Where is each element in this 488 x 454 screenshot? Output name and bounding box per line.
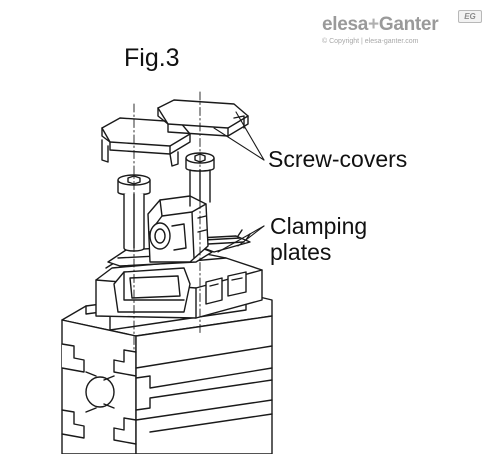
brand-name: elesa+Ganter — [322, 14, 439, 36]
clamping-plates-label-line2: plates — [270, 239, 332, 265]
brand-logo: elesa+Ganter EG © Copyright | elesa-gant… — [322, 10, 482, 50]
brand-plus: + — [368, 14, 379, 35]
figure-title: Fig.3 — [124, 44, 180, 72]
brand-copyright: © Copyright | elesa-ganter.com — [322, 38, 419, 45]
eg-badge-icon: EG — [458, 10, 482, 23]
center-axes — [133, 91, 201, 353]
aluminium-profile — [61, 287, 273, 454]
connector-housing — [95, 253, 263, 319]
brand-name-part2: Ganter — [378, 14, 439, 35]
right-screw-cover — [157, 99, 249, 137]
brand-name-part1: elesa — [322, 14, 369, 35]
leader-lines — [213, 111, 265, 253]
screw-covers-label: Screw-covers — [268, 146, 408, 172]
clamp-body — [147, 195, 209, 263]
clamping-plates-label-line1: Clamping — [270, 213, 368, 239]
